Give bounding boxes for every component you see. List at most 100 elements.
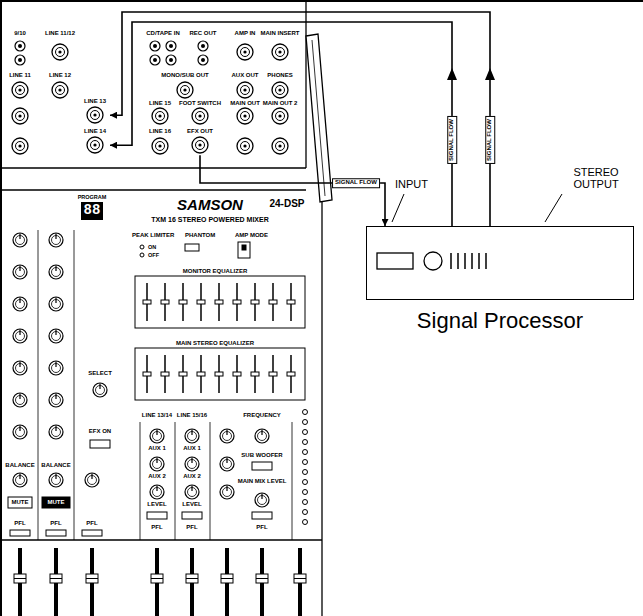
rear-jack [152, 138, 168, 154]
processor-button [457, 253, 459, 269]
button-label: MUTE [12, 499, 29, 506]
knob [13, 233, 27, 247]
jack-label: MONO/SUB OUT [161, 72, 208, 79]
jack-label: LINE 16 [149, 128, 171, 135]
panel-label: EFX ON [89, 428, 111, 435]
device-name: Signal Processor [366, 308, 634, 333]
knob-label: LEVEL [182, 501, 201, 508]
jack-socket-graphic [80, 105, 110, 125]
button-label: PFL [186, 524, 197, 531]
switch [140, 245, 144, 249]
processor-button [471, 253, 473, 269]
fader [86, 548, 98, 616]
processor-button [450, 253, 452, 269]
switch [90, 440, 110, 448]
knob-label: BALANCE [5, 462, 34, 469]
jack-label: MAIN OUT 2 [263, 100, 298, 107]
jack-label: LINE 12 [49, 72, 71, 79]
jack-label: AUX OUT [232, 72, 259, 79]
equalizer [287, 355, 295, 393]
knob [49, 329, 63, 343]
rear-jack [12, 138, 28, 154]
fader [151, 548, 163, 616]
flow-label: SIGNAL FLOW [332, 178, 380, 188]
equalizer [215, 355, 223, 393]
jack-socket-graphic [87, 137, 103, 153]
jack-socket: LINE 14 [80, 128, 110, 155]
front-panel [0, 539, 322, 540]
fader [14, 548, 306, 616]
knob-label: AUX 1 [148, 445, 166, 452]
knob [49, 425, 63, 439]
level-meter [303, 450, 308, 455]
jack-ring [192, 137, 208, 153]
knob [13, 361, 27, 375]
processor-button [478, 253, 480, 269]
fader [294, 548, 306, 616]
button-label: PFL [151, 524, 162, 531]
jack-socket: LINE 13 [80, 98, 110, 125]
fader [221, 548, 233, 616]
level-meter [303, 460, 308, 465]
level-meter [303, 410, 308, 525]
signal-flow-line [110, 22, 452, 226]
side-handle [306, 34, 332, 202]
side-handle [312, 40, 325, 196]
button-label: PFL [256, 524, 267, 531]
jack-ring [91, 141, 100, 150]
flow-label: SIGNAL FLOW [485, 116, 495, 164]
rear-jack [12, 82, 28, 98]
jack-label: MAIN OUT [230, 100, 260, 107]
front-panel [210, 422, 211, 540]
knob [93, 383, 107, 397]
knob [220, 429, 234, 443]
jack-label: AMP IN [235, 30, 256, 37]
switch [182, 512, 202, 519]
jack-ring [198, 144, 201, 147]
knob [49, 393, 63, 407]
rear-jack [237, 44, 253, 60]
switch [46, 530, 66, 536]
knob [220, 457, 234, 471]
level-meter [303, 480, 308, 485]
equalizer [251, 355, 259, 393]
rear-jack [150, 41, 160, 51]
knob [185, 457, 199, 471]
switch [252, 512, 272, 519]
brand-name: SAMSON [177, 197, 243, 214]
processor-button [485, 253, 487, 269]
jack-socket: EFX OUT [185, 128, 215, 155]
jack-ring [93, 114, 96, 117]
equalizer [287, 283, 295, 321]
panel-label: ON [148, 244, 156, 250]
jack-label: FOOT SWITCH [179, 100, 221, 107]
rear-panel [0, 0, 306, 168]
model-name: TXM 16 STEREO POWERED MIXER [151, 216, 268, 224]
channel-label: LINE 13/14 [142, 412, 172, 419]
switch [140, 253, 144, 257]
leader-line [392, 194, 404, 222]
equalizer [143, 283, 151, 321]
button-label: PFL [14, 520, 25, 527]
processor-knob [424, 252, 442, 270]
switch [42, 497, 70, 508]
jack-label: LINE 13 [80, 98, 110, 105]
jack-socket-graphic [192, 137, 208, 153]
rear-jack [237, 138, 253, 154]
knob-label: AUX 2 [183, 473, 201, 480]
jack-label: LINE 14 [80, 128, 110, 135]
knob [13, 265, 27, 279]
rear-panel [0, 167, 306, 168]
knob [185, 429, 199, 443]
jack-socket-graphic [87, 107, 103, 123]
switch [10, 530, 30, 536]
fader [186, 548, 198, 616]
front-panel [0, 189, 306, 190]
equalizer [197, 283, 205, 321]
knob-label: MAIN MIX LEVEL [238, 478, 287, 485]
rear-jack [192, 108, 208, 124]
jack-label: LINE 15 [149, 100, 171, 107]
equalizer [179, 355, 187, 393]
knob [13, 473, 27, 487]
